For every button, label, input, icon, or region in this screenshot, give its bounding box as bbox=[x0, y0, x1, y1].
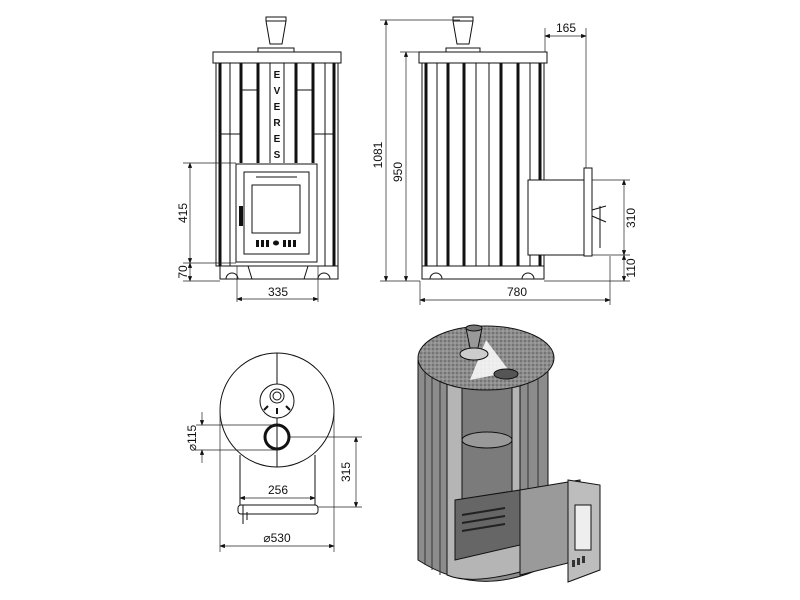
dim-door-height: 415 bbox=[176, 203, 190, 223]
dim-door-width: 335 bbox=[268, 285, 288, 299]
svg-text:E: E bbox=[274, 102, 281, 113]
chimney-icon bbox=[452, 20, 474, 45]
stone-lid bbox=[418, 51, 548, 64]
svg-text:R: R bbox=[273, 118, 281, 129]
door-handle-icon bbox=[239, 206, 243, 226]
door-glass bbox=[574, 504, 592, 551]
svg-text:E: E bbox=[274, 134, 281, 145]
stove-base bbox=[219, 265, 339, 280]
vent-icon bbox=[459, 347, 489, 361]
cutaway-3d-view bbox=[417, 324, 601, 583]
svg-text:V: V bbox=[274, 86, 281, 97]
air-vents-icon bbox=[256, 240, 296, 247]
chimney-top bbox=[265, 16, 287, 22]
top-view: ⌀115 315 256 ⌀530 bbox=[185, 352, 362, 552]
logo-lettering: E V E R E S bbox=[273, 70, 281, 161]
dim-total-height: 1081 bbox=[371, 141, 385, 168]
side-view: 1081 950 165 310 110 780 bbox=[371, 16, 638, 305]
dim-firebox-depth: 165 bbox=[556, 21, 576, 35]
dim-leg-span: 256 bbox=[268, 483, 288, 497]
dim-firebox-base: 110 bbox=[624, 258, 638, 277]
vent-icon bbox=[259, 383, 295, 419]
dim-diameter: ⌀530 bbox=[263, 531, 291, 545]
dim-firebox-height: 310 bbox=[624, 208, 638, 228]
chimney-icon bbox=[265, 20, 287, 45]
svg-text:E: E bbox=[274, 70, 281, 81]
body-ribs bbox=[218, 63, 336, 266]
firebox-tunnel bbox=[527, 179, 585, 256]
firebox-door bbox=[235, 163, 318, 263]
dim-flue-offset: 315 bbox=[339, 462, 353, 482]
door-glass bbox=[251, 184, 301, 234]
front-view: E V E R E S 415 70 335 bbox=[176, 16, 342, 302]
dim-body-height: 950 bbox=[391, 162, 405, 182]
dim-flue-diameter: ⌀115 bbox=[185, 424, 199, 451]
dim-leg-height: 70 bbox=[176, 265, 190, 279]
dim-total-depth: 780 bbox=[507, 285, 527, 299]
svg-text:S: S bbox=[274, 150, 281, 161]
firebox-bracket bbox=[237, 504, 319, 515]
stone-lid bbox=[212, 51, 342, 64]
stove-body bbox=[421, 62, 545, 267]
